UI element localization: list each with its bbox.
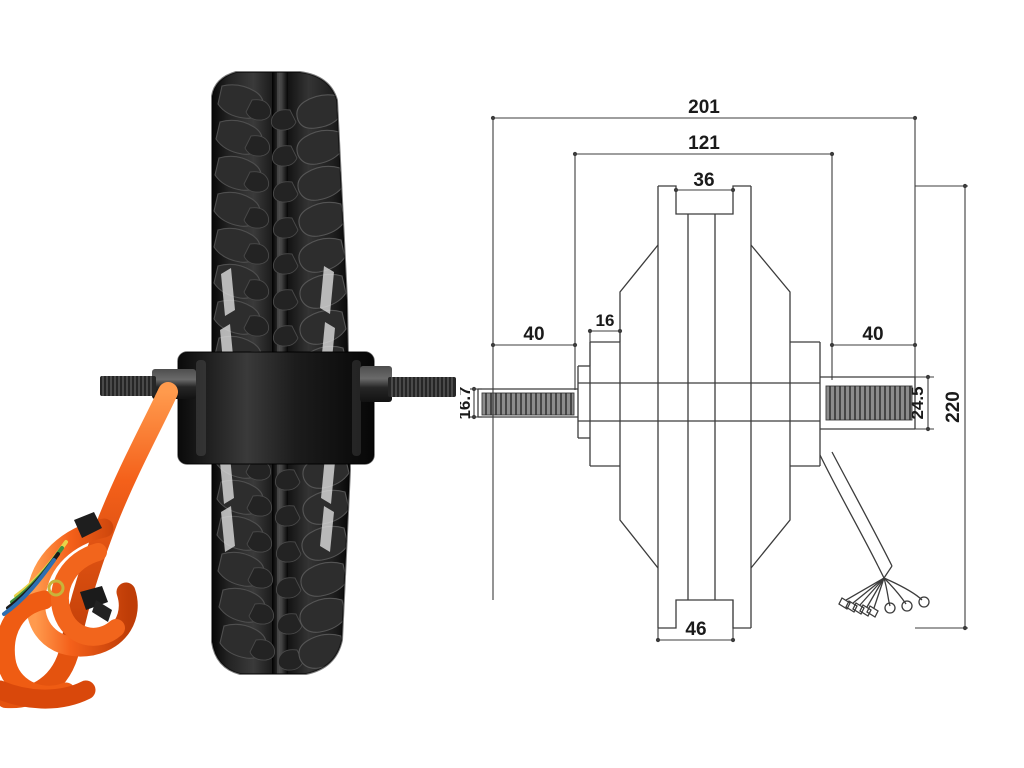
dim-40-right-tick-b <box>912 342 918 348</box>
dim-16-label: 16 <box>596 311 615 330</box>
dim-220-tick-bottom <box>962 625 968 631</box>
lead-4 <box>866 577 885 608</box>
axle-right-collar <box>360 366 392 402</box>
rotor-cone-left <box>619 244 659 569</box>
dim-36-label: 36 <box>693 170 714 191</box>
motor-section-outline <box>577 185 821 629</box>
dim-16-7 <box>470 386 482 420</box>
dim-220-label: 220 <box>943 391 964 423</box>
dim-201-label: 201 <box>688 97 720 118</box>
product-photo-svg <box>0 71 456 709</box>
lead-terminals <box>838 596 930 618</box>
tire-outline <box>211 71 352 675</box>
terminal-ring-2 <box>901 600 913 612</box>
dim-121 <box>572 151 835 390</box>
dim-40-left-label: 40 <box>523 324 544 345</box>
dim-24-5-tick-bottom <box>925 426 931 432</box>
dim-16-tick-left <box>587 328 593 334</box>
tire-tread-pattern <box>213 72 350 674</box>
dim-24-5 <box>915 374 934 432</box>
cable-neck-a <box>877 565 885 579</box>
axle-left-thread-body <box>100 376 156 396</box>
dim-16-7-tick-bottom <box>471 414 477 420</box>
dim-46-tick-right <box>730 637 736 643</box>
dim-16-7-label: 16.7 <box>460 386 474 419</box>
axle-right-detail <box>820 376 916 430</box>
dim-220 <box>915 183 968 631</box>
dim-46-tick-left <box>655 637 661 643</box>
dim-24-5-tick-top <box>925 374 931 380</box>
dim-16-7-tick-top <box>471 386 477 392</box>
terminal-blade-3 <box>852 602 865 615</box>
lead-3 <box>859 577 885 606</box>
section-bottom-notch-left <box>658 599 751 629</box>
product-photo <box>0 0 470 768</box>
dim-24-5-label: 24.5 <box>908 386 927 419</box>
signal-wire-bundle <box>2 540 68 616</box>
hub-highlight-left <box>196 360 206 456</box>
axle-right-thread-hatch <box>829 386 911 420</box>
lead-8 <box>883 577 923 601</box>
dim-16-tick-right <box>617 328 623 334</box>
dim-121-tick-right <box>829 151 835 157</box>
technical-drawing: 201 121 36 <box>460 0 1024 768</box>
dim-40-left-tick-b <box>572 342 578 348</box>
rotor-cone-right <box>750 244 791 569</box>
axle-right-threads <box>391 377 453 397</box>
dim-46 <box>655 600 736 643</box>
wire-tie <box>47 579 65 597</box>
cable-outline-a <box>819 454 879 567</box>
terminal-ring-3 <box>918 596 930 608</box>
dim-121-label: 121 <box>688 133 720 154</box>
dim-46-label: 46 <box>685 619 706 640</box>
hub-shell <box>178 352 374 464</box>
hub-shell-outline <box>177 351 375 465</box>
terminal-blade-2 <box>845 600 858 613</box>
dim-201-tick-left <box>490 115 496 121</box>
dim-201-tick-right <box>912 115 918 121</box>
axle-right-thread-zone <box>825 385 913 421</box>
connector-shell-upper <box>74 512 102 538</box>
dim-36-tick-left <box>673 187 679 193</box>
tread-blocks-right <box>296 94 350 669</box>
technical-drawing-svg: 201 121 36 <box>460 97 968 643</box>
dim-40-left-tick-a <box>490 342 496 348</box>
hub-motor <box>177 351 375 465</box>
cable-exit-detail <box>819 451 930 618</box>
dim-40-left <box>490 342 578 348</box>
axle-right-thread-body <box>388 377 456 397</box>
dim-40-right-label: 40 <box>862 324 883 345</box>
cable-loop-d <box>0 680 96 709</box>
lead-6 <box>883 577 891 607</box>
dim-220-tick-top <box>962 183 968 189</box>
lead-5 <box>873 577 885 609</box>
cable-loop-c <box>50 543 125 646</box>
cable-connectors <box>47 512 112 622</box>
dim-121-tick-left <box>572 151 578 157</box>
hub-highlight-right <box>352 360 361 456</box>
lead-7 <box>883 577 907 605</box>
axle-left-threads <box>102 376 152 396</box>
axle-left-detail <box>477 388 578 418</box>
lead-1 <box>845 577 885 601</box>
dim-40-right-tick-a <box>829 342 835 348</box>
tread-lugs-inner-right <box>270 109 304 671</box>
dim-36-tick-right <box>730 187 736 193</box>
dim-201 <box>490 115 918 600</box>
cable-neck-b <box>883 565 893 579</box>
terminal-ring-1 <box>884 602 896 614</box>
cable-outline-b <box>831 451 893 567</box>
terminal-blade-5 <box>866 605 879 618</box>
connector-shell-lower <box>92 600 112 622</box>
cable-harness <box>0 382 178 709</box>
section-top-notch-left <box>658 185 751 215</box>
tire <box>211 71 352 675</box>
terminal-blade-1 <box>838 597 851 610</box>
dim-36 <box>673 187 736 193</box>
dim-16 <box>587 328 623 366</box>
dim-40-right <box>829 342 918 348</box>
axle-left-thread-hatch <box>485 393 572 415</box>
signal-wire-blue <box>2 558 56 616</box>
lead-2 <box>852 577 885 604</box>
